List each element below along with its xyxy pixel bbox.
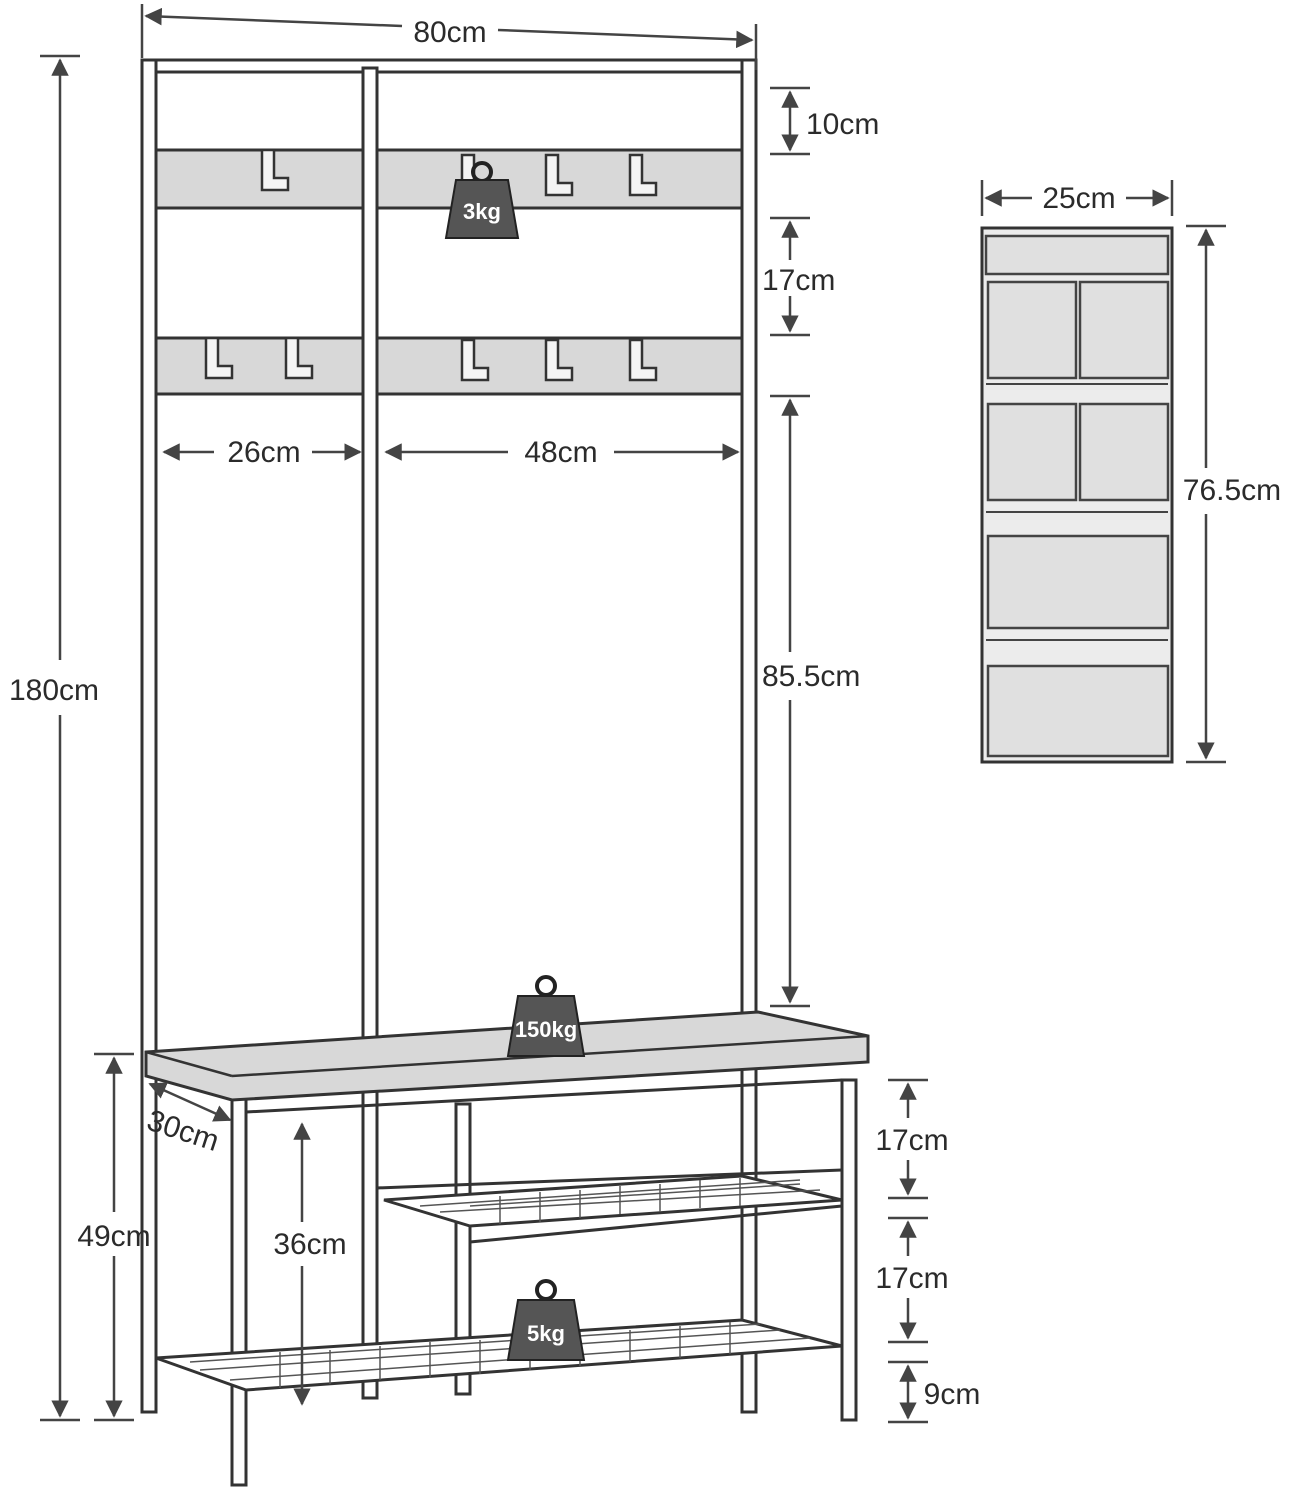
coat-hook-icon xyxy=(260,148,290,192)
hook-load-label: 3kg xyxy=(463,199,501,224)
organizer-dimensions: 25cm 76.5cm xyxy=(980,180,1281,764)
bottom-clearance-label: 9cm xyxy=(924,1378,981,1411)
rail-spacing-label: 17cm xyxy=(762,264,835,297)
shoe-shelf-upper xyxy=(383,1174,843,1228)
hook-rail-lower xyxy=(154,336,744,396)
total-height-label: 180cm xyxy=(9,674,99,707)
coat-hook-icon xyxy=(544,338,574,382)
organizer-width-label: 25cm xyxy=(1042,182,1115,215)
weight-icon: 5kg xyxy=(506,1279,586,1361)
total-width-label: 80cm xyxy=(413,16,486,49)
coat-hook-icon xyxy=(628,338,658,382)
organizer-height-label: 76.5cm xyxy=(1183,474,1281,507)
coat-hook-icon xyxy=(204,336,234,380)
shoe-shelf-lower xyxy=(155,1318,843,1392)
coat-hook-icon xyxy=(284,336,314,380)
coat-hook-icon xyxy=(460,338,490,382)
dimension-labels: 80cm 180cm 10cm 17cm 85.5cm 26cm 48cm 49… xyxy=(9,16,980,1411)
right-section-width-label: 48cm xyxy=(524,436,597,469)
lower-opening-label: 85.5cm xyxy=(762,660,860,693)
weight-icon: 3kg xyxy=(444,161,520,239)
upper-shelf-gap-label: 17cm xyxy=(875,1124,948,1157)
top-to-rail-label: 10cm xyxy=(806,108,879,141)
coat-hooks xyxy=(204,148,658,382)
shelf-to-bench-label: 36cm xyxy=(273,1228,346,1261)
hanging-organizer xyxy=(980,226,1174,764)
hall-tree-frame xyxy=(140,58,858,1487)
coat-hook-icon xyxy=(544,153,574,197)
bench-height-label: 49cm xyxy=(77,1220,150,1253)
coat-hook-icon xyxy=(628,153,658,197)
hook-rail-upper xyxy=(154,148,744,210)
left-section-width-label: 26cm xyxy=(227,436,300,469)
bench-frame xyxy=(245,1078,843,1396)
dimension-lines xyxy=(40,4,928,1424)
lower-shelf-gap-label: 17cm xyxy=(875,1262,948,1295)
bench-load-label: 150kg xyxy=(515,1017,577,1042)
weight-icon: 150kg xyxy=(506,975,586,1057)
shelf-load-label: 5kg xyxy=(527,1321,565,1346)
